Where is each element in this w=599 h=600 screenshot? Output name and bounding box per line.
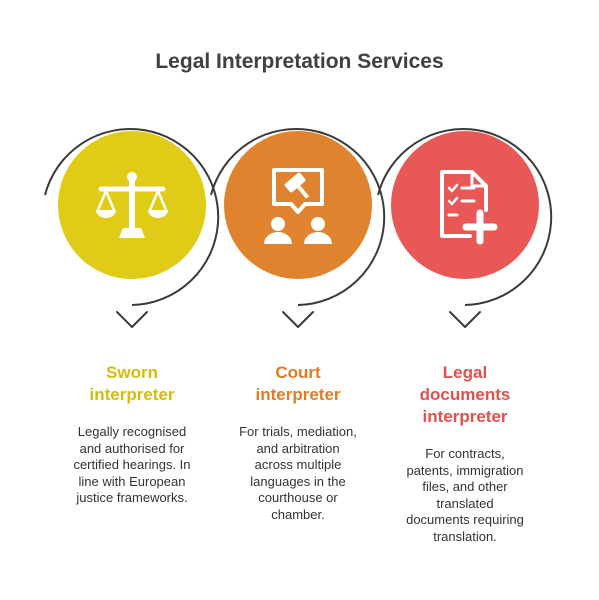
step-1-desc-line: and authorised for bbox=[79, 440, 185, 456]
step-3-desc-line: translated bbox=[436, 495, 494, 511]
step-1-heading: Sworn interpreter bbox=[47, 362, 217, 406]
step-2-group bbox=[210, 128, 386, 328]
step-3-heading-line-2: documents bbox=[419, 385, 511, 404]
step-3-circle bbox=[391, 131, 539, 279]
page-title: Legal Interpretation Services bbox=[155, 50, 444, 73]
step-1-heading-line-1: Sworn bbox=[106, 363, 158, 382]
step-2-connector-arc bbox=[210, 128, 386, 306]
step-2-desc-line: chamber. bbox=[271, 506, 325, 522]
document-checklist-plus-icon bbox=[440, 170, 498, 245]
step-3-arrowhead bbox=[449, 311, 481, 328]
step-3-heading-line-1: Legal bbox=[442, 363, 488, 382]
step-2-desc-line: across multiple bbox=[254, 457, 342, 472]
step-2-description: For trials, mediation, and arbitration a… bbox=[218, 424, 378, 523]
step-1-desc-line: line with European bbox=[78, 473, 186, 489]
step-1-heading-line-2: interpreter bbox=[89, 385, 175, 404]
step-2-circle bbox=[224, 131, 372, 279]
step-1-description: Legally recognised and authorised for ce… bbox=[52, 424, 212, 507]
step-2-heading-line-2: interpreter bbox=[255, 385, 341, 404]
step-1-connector-arc bbox=[44, 128, 220, 306]
step-3-connector-arc bbox=[377, 128, 553, 306]
scales-of-justice-icon bbox=[96, 172, 168, 238]
step-3-desc-line: patents, immigration bbox=[406, 462, 524, 478]
step-2-heading: Court interpreter bbox=[213, 362, 383, 406]
step-2-desc-line: For trials, mediation, bbox=[239, 424, 357, 439]
step-1-group bbox=[44, 128, 220, 328]
step-1-desc-line: Legally recognised bbox=[77, 424, 187, 439]
gavel-mediation-icon bbox=[264, 168, 332, 244]
step-3-group bbox=[377, 128, 553, 328]
step-3-heading-line-3: interpreter bbox=[422, 407, 508, 426]
step-3-desc-line: translation. bbox=[433, 528, 497, 544]
step-3-desc-line: documents requiring bbox=[406, 512, 524, 527]
step-2-heading-line-1: Court bbox=[275, 363, 321, 382]
step-2-desc-line: languages in the bbox=[250, 473, 346, 489]
step-3-desc-line: For contracts, bbox=[425, 446, 505, 461]
step-3-desc-line: files, and other bbox=[422, 479, 508, 494]
step-3-heading: Legal documents interpreter bbox=[380, 362, 550, 428]
step-3-description: For contracts, patents, immigration file… bbox=[385, 446, 545, 545]
step-1-desc-line: certified hearings. In bbox=[73, 457, 191, 472]
step-2-desc-line: and arbitration bbox=[256, 440, 340, 456]
step-1-desc-line: justice frameworks. bbox=[76, 490, 188, 505]
step-2-desc-line: courthouse or bbox=[258, 490, 338, 505]
step-2-arrowhead bbox=[282, 311, 314, 328]
step-1-arrowhead bbox=[116, 311, 148, 328]
